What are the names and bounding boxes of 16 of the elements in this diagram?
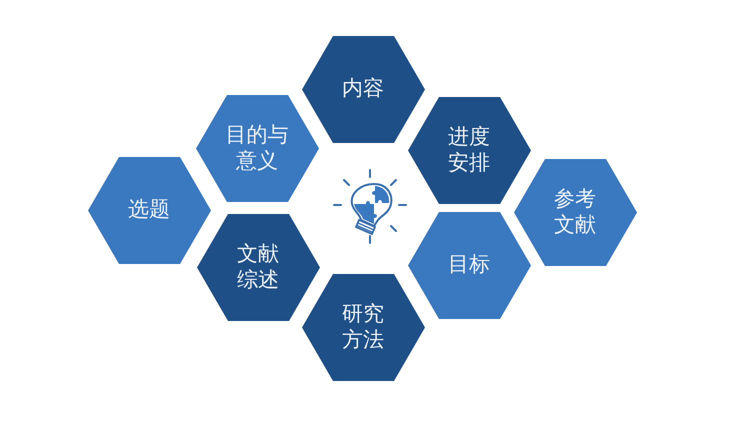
hexagon bbox=[196, 94, 318, 202]
section-label: 目标 bbox=[447, 252, 491, 278]
section-label: 研究方法 bbox=[341, 301, 385, 353]
hexagon bbox=[408, 96, 530, 204]
hexagon bbox=[88, 156, 210, 264]
section-label: 内容 bbox=[341, 76, 385, 102]
section-label: 进度安排 bbox=[447, 124, 491, 176]
hexagon bbox=[408, 212, 530, 318]
section-label: 选题 bbox=[127, 197, 171, 223]
section-label: 目的与意义 bbox=[224, 122, 290, 174]
hexagon bbox=[302, 274, 424, 380]
section-label: 文献综述 bbox=[236, 241, 280, 293]
hexagon bbox=[196, 214, 320, 320]
hexagon bbox=[302, 36, 424, 142]
hexagon bbox=[514, 158, 636, 266]
section-label: 参考文献 bbox=[553, 186, 597, 238]
